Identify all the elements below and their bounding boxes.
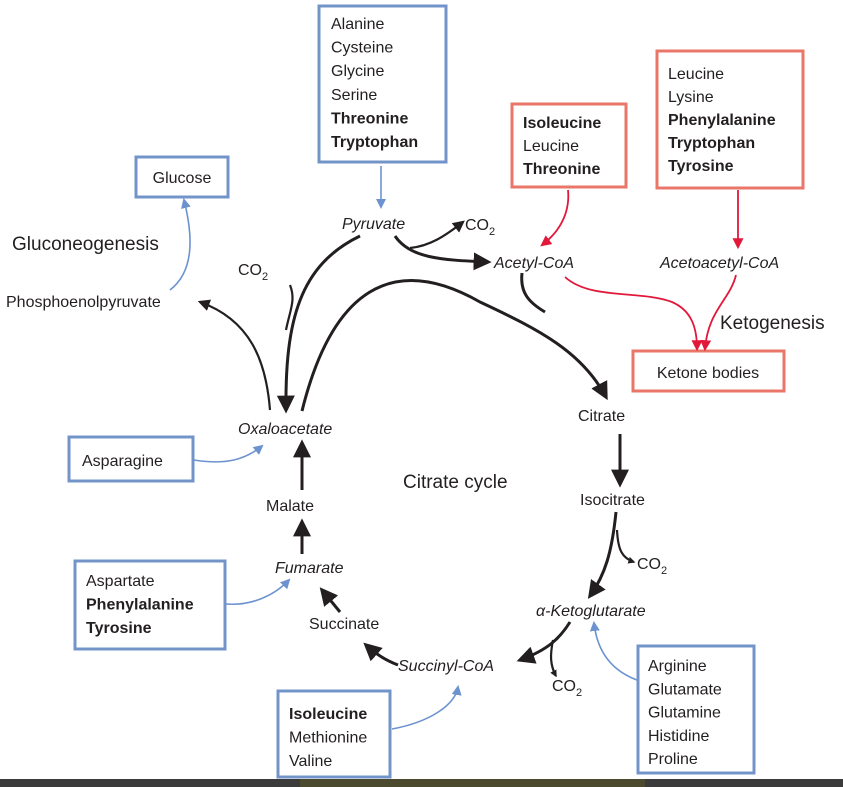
citrate-label: Citrate	[578, 408, 625, 425]
arrow-acetoacetyl-coa-to-ketone-bodies	[700, 274, 737, 352]
arrow-pyruvate-to-oxaloacetate	[276, 234, 361, 414]
amino-acid-item: Arginine	[648, 658, 707, 675]
gluconeogenesis-label: Gluconeogenesis	[12, 234, 159, 255]
amino-acid-list-oxaloacetate: Asparagine	[82, 453, 163, 470]
pyruvate-amino-acids-box	[317, 4, 448, 164]
arrow-box-to-acetyl-coa	[540, 189, 570, 247]
amino-acid-item: Isoleucine	[289, 706, 367, 723]
arrow-acetyl-coa-to-ketone-bodies	[564, 276, 703, 352]
arrow-pyruvate-to-acetyl-coa	[393, 235, 492, 271]
amino-acid-item: Glutamate	[648, 681, 722, 698]
amino-acid-item: Phenylalanine	[86, 597, 194, 614]
phosphoenolpyruvate-label: Phosphoenolpyruvate	[6, 294, 161, 311]
amino-acid-item: Glycine	[331, 63, 384, 80]
amino-acid-item: Lysine	[668, 89, 714, 106]
glucose-box	[134, 155, 230, 199]
succinate-label: Succinate	[309, 616, 379, 633]
arrow-oxaloacetate-to-citrate	[300, 279, 608, 412]
arrow-box-to-fumarate	[225, 578, 291, 605]
malate-label: Malate	[266, 498, 314, 515]
arrow-asparagine-to-oxaloacetate	[193, 444, 264, 463]
amino-acid-item: Phenylalanine	[668, 112, 776, 129]
succinyl-coa-label: Succinyl-CoA	[398, 658, 494, 675]
arrow-alpha-ketoglutarate-co2-release	[549, 639, 557, 678]
isocitrate-label: Isocitrate	[580, 492, 645, 509]
amino-acid-item: Cysteine	[331, 40, 393, 57]
alpha-ketoglutarate-amino-acids-box	[636, 644, 756, 775]
amino-acid-item: Proline	[648, 751, 698, 768]
amino-acid-item: Alanine	[331, 16, 384, 33]
co2-label-alpha-ketoglutarate: CO2	[552, 678, 582, 699]
bottom-bar-accent	[300, 779, 645, 787]
arrow-co2-into-oxaloacetate	[284, 284, 294, 331]
amino-acid-item: Threonine	[523, 161, 600, 178]
arrow-box-to-alpha-ketoglutarate	[589, 621, 638, 681]
co2-label-isocitrate: CO2	[637, 556, 667, 577]
fumarate-amino-acids-box	[73, 559, 227, 651]
acetyl-coa-amino-acids-box	[510, 102, 628, 189]
amino-acid-item: Isoleucine	[523, 115, 601, 132]
arrow-acetyl-coa-to-citrate	[520, 272, 546, 314]
amino-acid-item: Methionine	[289, 730, 367, 747]
arrow-phosphoenolpyruvate-to-glucose	[169, 198, 191, 291]
amino-acid-item: Serine	[331, 87, 377, 104]
arrow-isocitrate-to-alpha-ketoglutarate	[587, 511, 618, 599]
fumarate-label: Fumarate	[275, 560, 344, 577]
alpha-ketoglutarate-label: α-Ketoglutarate	[536, 603, 646, 620]
amino-acid-item: Aspartate	[86, 573, 155, 590]
oxaloacetate-label: Oxaloacetate	[238, 421, 332, 438]
ketogenesis-label: Ketogenesis	[720, 313, 825, 334]
arrow-isocitrate-co2-release	[615, 529, 636, 564]
amino-acid-item: Valine	[289, 753, 332, 770]
amino-acid-item: Histidine	[648, 728, 709, 745]
acetoacetyl-coa-label: Acetoacetyl-CoA	[659, 255, 779, 272]
amino-acid-list-acetoacetyl-coa: LeucineLysinePhenylalanineTryptophanTyro…	[668, 66, 776, 175]
succinyl-coa-amino-acids-box	[276, 689, 392, 779]
amino-acid-item: Leucine	[668, 66, 724, 83]
arrow-oxaloacetate-to-phosphoenolpyruvate	[197, 299, 272, 411]
amino-acid-list-alpha-ketoglutarate: ArginineGlutamateGlutamineHistidineProli…	[648, 658, 722, 768]
acetyl-coa-label: Acetyl-CoA	[493, 255, 574, 272]
amino-acid-item: Tryptophan	[331, 134, 418, 151]
pyruvate-label: Pyruvate	[342, 216, 405, 233]
amino-acid-item: Leucine	[523, 138, 579, 155]
ketone-bodies-label: Ketone bodies	[657, 365, 759, 382]
amino-acid-item: Asparagine	[82, 453, 163, 470]
amino-acid-item: Tyrosine	[86, 620, 152, 637]
acetoacetyl-coa-amino-acids-box	[655, 49, 805, 190]
amino-acid-item: Tyrosine	[668, 158, 734, 175]
oxaloacetate-amino-acids-box	[67, 435, 195, 483]
amino-acid-item: Glutamine	[648, 705, 721, 722]
co2-label-pyruvate: CO2	[465, 217, 495, 238]
arrow-succinyl-coa-to-succinate	[363, 642, 399, 667]
arrow-succinate-to-fumarate	[319, 587, 342, 613]
co2-label-oxaloacetate: CO2	[238, 262, 268, 283]
arrow-box-to-succinyl-coa	[391, 685, 462, 730]
amino-acid-item: Tryptophan	[668, 135, 755, 152]
arrow-alpha-ketoglutarate-to-succinyl-coa	[516, 621, 572, 664]
arrow-pyruvate-co2-release	[409, 220, 465, 250]
amino-acid-item: Threonine	[331, 110, 408, 127]
citrate-cycle-label: Citrate cycle	[403, 472, 508, 493]
glucose-label: Glucose	[153, 170, 212, 187]
amino-acid-list-pyruvate: AlanineCysteineGlycineSerineThreonineTry…	[331, 16, 418, 151]
